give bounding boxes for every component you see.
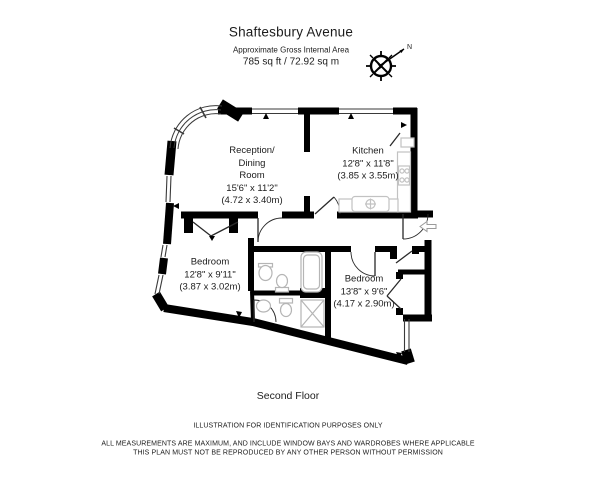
entry-arrow-icon [419,220,437,233]
sink-icon [257,262,274,282]
room-label-reception-dining: Reception/ Dining Room 15'6" x 11'2" (4.… [221,145,282,208]
floor-label: Second Floor [256,390,320,402]
compass-icon: N [366,44,412,81]
room-name: Kitchen [352,145,384,157]
page-title: Shaftesbury Avenue [228,24,354,40]
compass-north-label: N [407,44,412,51]
room-label-bedroom-2: Bedroom 13'8" x 9'6" (4.17 x 2.90m) [333,273,394,311]
room-label-kitchen: Kitchen 12'8" x 11'8" (3.85 x 3.55m) [337,145,398,183]
area-value: 785 sq ft / 72.92 sq m [242,56,340,68]
room-dims-metric: (4.72 x 3.40m) [221,194,283,206]
sink-icon [255,299,272,313]
room-dims-imperial: 13'8" x 9'6" [340,285,388,297]
shower-icon [300,299,325,328]
oven-icon [351,195,390,213]
room-name: Bedroom [190,256,230,268]
room-name: Bedroom [344,273,384,285]
room-dims-imperial: 12'8" x 9'11" [184,268,236,280]
windows [154,108,410,352]
toilet-icon [278,297,294,318]
area-subtitle: Approximate Gross Internal Area [232,45,350,55]
measurement-ticks [173,113,407,359]
appliance-icon [400,137,415,148]
room-dims-imperial: 15'6" x 11'2" [226,182,278,194]
room-name: Room [239,169,265,181]
kitchen-fixtures [338,137,415,213]
hob-icon [397,165,411,186]
disclaimer-measurements: ALL MEASUREMENTS ARE MAXIMUM, AND INCLUD… [101,440,475,457]
outer-walls [152,99,433,365]
toilet-icon [274,273,290,293]
room-dims-metric: (3.87 x 3.02m) [179,281,241,293]
doors [192,132,429,323]
room-dims-metric: (4.17 x 2.90m) [333,298,395,310]
room-name: Dining [238,157,266,169]
bathroom-fixtures [255,251,325,328]
bathtub-icon [300,251,323,293]
bay-window-arcs [169,105,223,150]
room-name: Reception/ [229,144,275,156]
room-dims-metric: (3.85 x 3.55m) [337,170,399,182]
room-label-bedroom-1: Bedroom 12'8" x 9'11" (3.87 x 3.02m) [179,256,240,294]
disclaimer-identification: ILLUSTRATION FOR IDENTIFICATION PURPOSES… [193,422,383,430]
room-dims-imperial: 12'8" x 11'8" [342,157,394,169]
